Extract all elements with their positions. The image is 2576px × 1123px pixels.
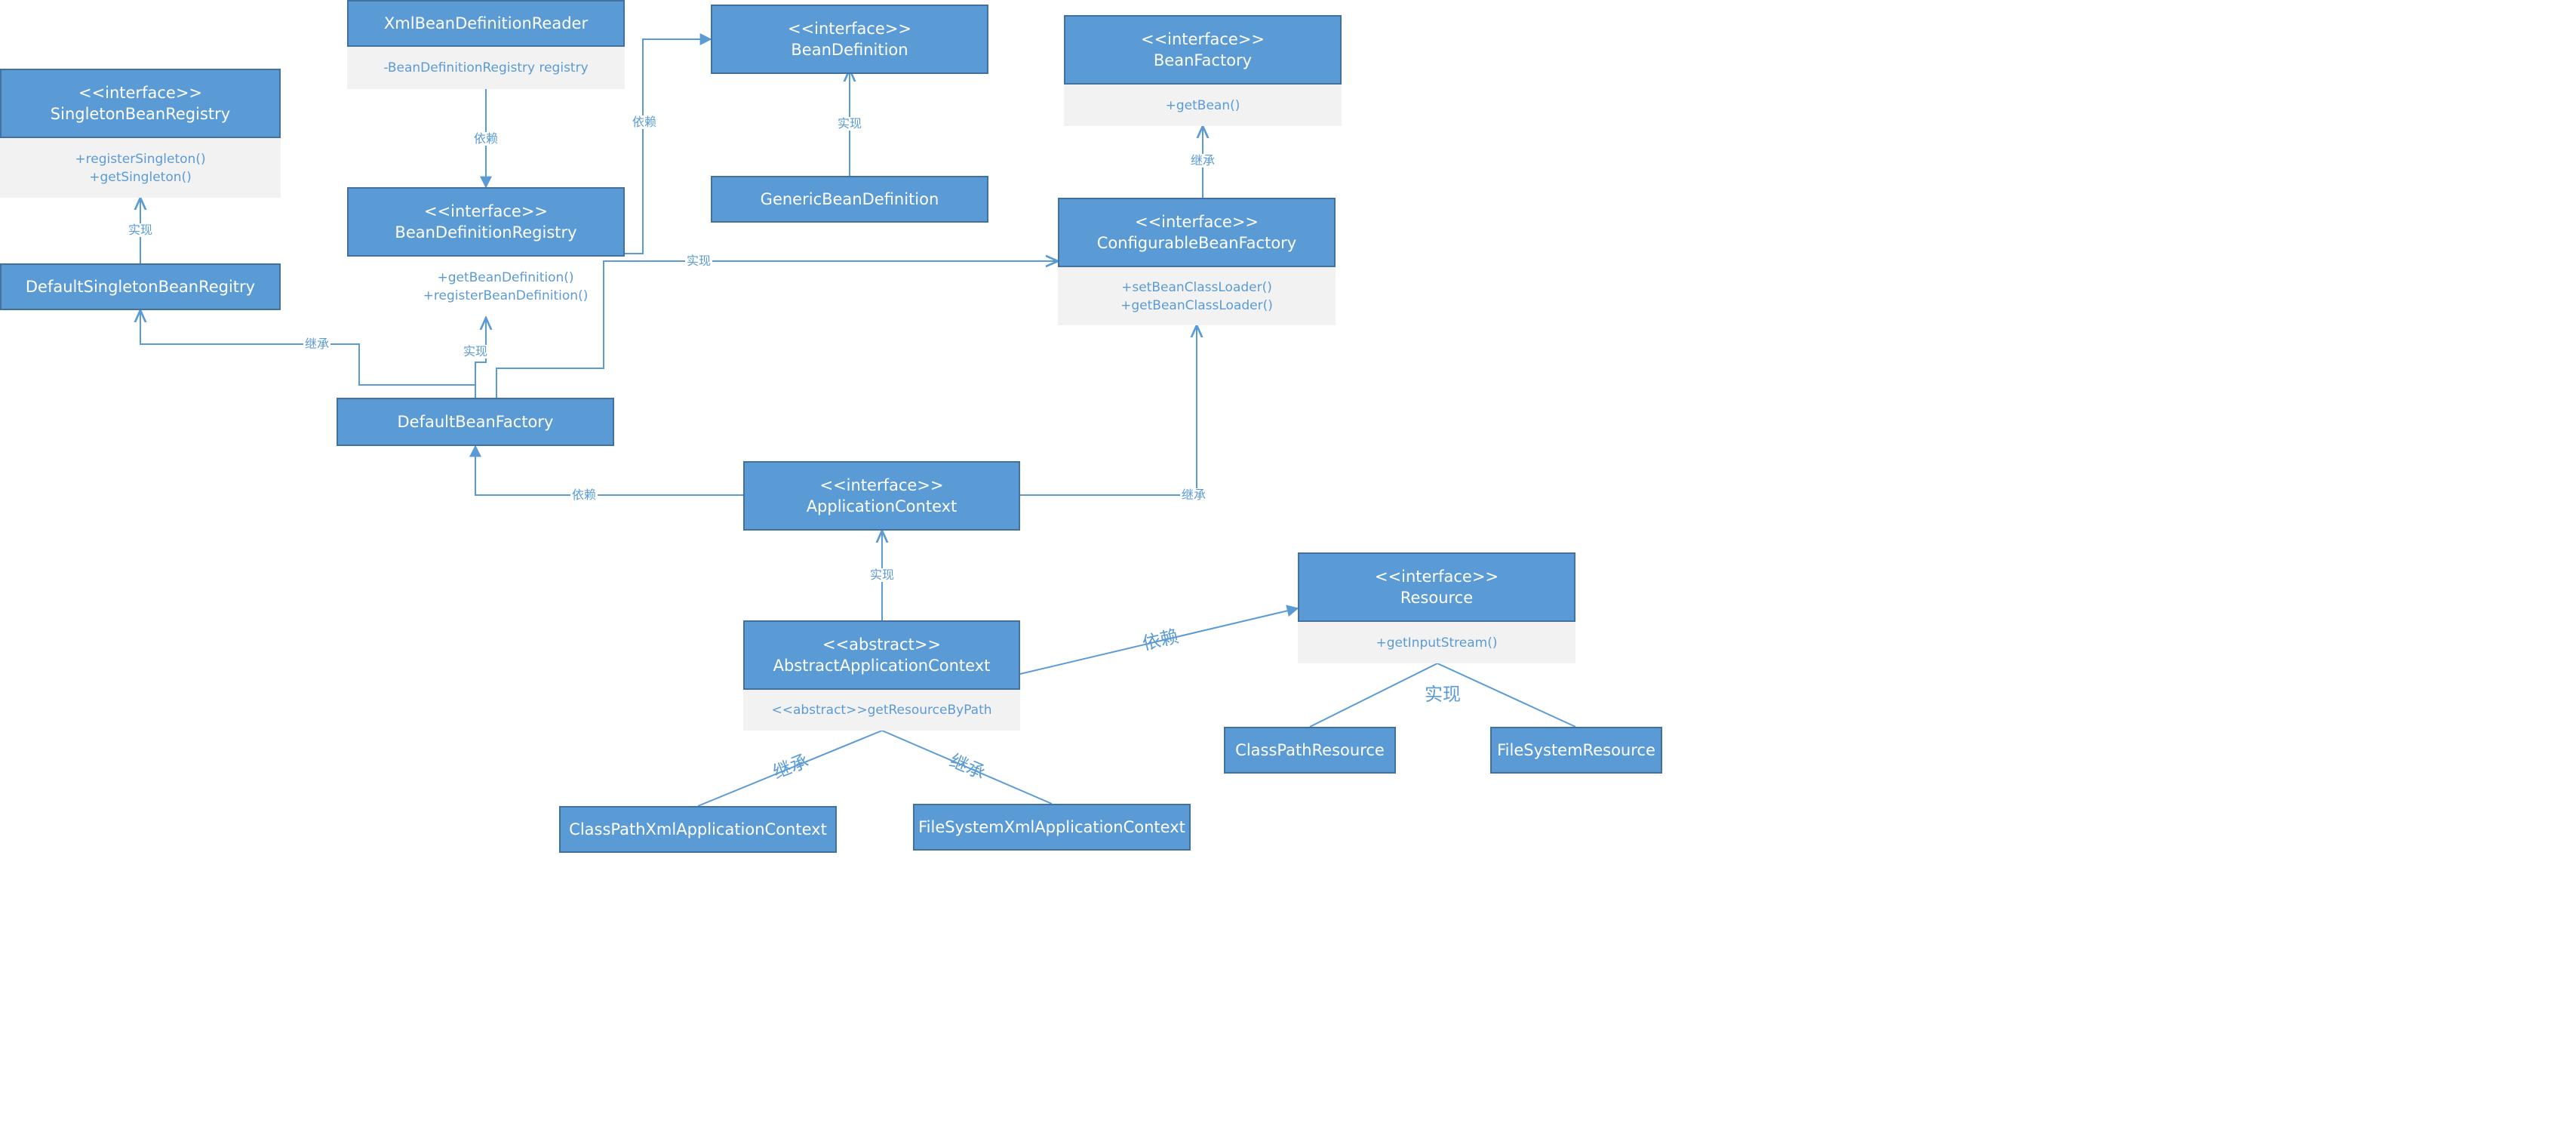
classpath-xml-application-context-box: ClassPathXmlApplicationContext bbox=[559, 806, 837, 853]
edge-label-appcontext-to-configurable: 继承 bbox=[1179, 488, 1208, 502]
method: +getBean() bbox=[1165, 97, 1240, 113]
bean-factory-box: <<interface>> BeanFactory bbox=[1064, 15, 1342, 85]
method: +registerBeanDefinition() bbox=[423, 288, 589, 303]
class-name: FileSystemResource bbox=[1497, 741, 1655, 759]
bean-definition-registry-methods: +getBeanDefinition() +registerBeanDefini… bbox=[347, 269, 664, 311]
class-name: BeanDefinitionRegistry bbox=[395, 223, 577, 242]
filesystem-resource-box: FileSystemResource bbox=[1490, 727, 1662, 774]
edge-registry-to-beandefinition bbox=[625, 33, 712, 254]
edge-filesystemxml-to-abstract bbox=[881, 730, 1053, 805]
stereotype: <<abstract>> bbox=[822, 635, 942, 654]
edge-label-abstract-to-appcontext: 实现 bbox=[868, 568, 896, 582]
stereotype: <<interface>> bbox=[1374, 568, 1499, 586]
class-name: GenericBeanDefinition bbox=[760, 190, 939, 208]
bean-definition-box: <<interface>> BeanDefinition bbox=[711, 5, 988, 74]
class-name: XmlBeanDefinitionReader bbox=[383, 14, 589, 32]
edge-resource-classpath bbox=[1309, 663, 1438, 728]
bean-definition-registry-box: <<interface>> BeanDefinitionRegistry bbox=[347, 187, 625, 257]
class-name: FileSystemXmlApplicationContext bbox=[918, 818, 1185, 836]
edge-defaultbeanfactory-to-bdregistry bbox=[475, 318, 486, 398]
singleton-bean-registry-methods: +registerSingleton() +getSingleton() bbox=[0, 138, 281, 198]
stereotype: <<interface>> bbox=[819, 476, 944, 494]
class-name: DefaultSingletonBeanRegitry bbox=[25, 278, 256, 296]
default-singleton-bean-registry-box: DefaultSingletonBeanRegitry bbox=[0, 263, 281, 310]
edge-appcontext-to-configurable bbox=[1020, 325, 1197, 496]
edge-label-resource-implementations: 实现 bbox=[1425, 684, 1461, 705]
method: +registerSingleton() bbox=[75, 151, 206, 167]
abstract-application-context-methods: <<abstract>>getResourceByPath bbox=[743, 690, 1020, 731]
stereotype: <<interface>> bbox=[423, 202, 549, 220]
bean-factory-methods: +getBean() bbox=[1064, 85, 1342, 126]
stereotype: <<interface>> bbox=[1134, 213, 1259, 231]
edge-label-defaultbeanfactory-to-defaultsingleton: 继承 bbox=[303, 337, 331, 351]
class-name: ApplicationContext bbox=[806, 497, 958, 515]
stereotype: <<interface>> bbox=[787, 20, 912, 38]
edge-label-reader-to-registry: 依赖 bbox=[472, 131, 500, 146]
method: +getInputStream() bbox=[1376, 635, 1498, 651]
edge-label-configurable-to-beanfactory: 继承 bbox=[1188, 153, 1217, 168]
method: +getSingleton() bbox=[89, 169, 192, 185]
edge-label-appcontext-to-defaultbeanfactory: 依赖 bbox=[570, 488, 598, 502]
edge-label-defaultsingleton-to-singletonregistry: 实现 bbox=[126, 223, 155, 237]
filesystem-xml-application-context-box: FileSystemXmlApplicationContext bbox=[913, 804, 1191, 851]
class-name: DefaultBeanFactory bbox=[397, 413, 554, 431]
xml-bean-definition-reader-methods: -BeanDefinitionRegistry registry bbox=[347, 47, 625, 89]
class-name: ClassPathXmlApplicationContext bbox=[569, 820, 827, 838]
edge-appcontext-to-defaultbeanfactory bbox=[469, 445, 743, 496]
configurable-bean-factory-methods: +setBeanClassLoader() +getBeanClassLoade… bbox=[1058, 267, 1336, 325]
edge-abstract-to-resource bbox=[1019, 605, 1299, 675]
stereotype: <<interface>> bbox=[78, 84, 203, 102]
resource-box: <<interface>> Resource bbox=[1298, 552, 1575, 622]
edge-classpathxml-to-abstract bbox=[697, 730, 883, 807]
default-bean-factory-box: DefaultBeanFactory bbox=[337, 398, 614, 446]
method: +setBeanClassLoader() bbox=[1121, 279, 1272, 295]
stereotype: <<interface>> bbox=[1140, 30, 1265, 48]
edge-label-registry-to-beandefinition: 依赖 bbox=[630, 115, 659, 129]
edge-defaultbeanfactory-to-defaultsingleton bbox=[140, 310, 476, 398]
edge-defaultbeanfactory-to-configurable bbox=[496, 261, 1058, 398]
method: <<abstract>>getResourceByPath bbox=[771, 703, 992, 718]
class-name: ClassPathResource bbox=[1235, 741, 1385, 759]
class-name: ConfigurableBeanFactory bbox=[1096, 234, 1297, 252]
class-name: SingletonBeanRegistry bbox=[50, 105, 231, 123]
singleton-bean-registry-box: <<interface>> SingletonBeanRegistry bbox=[0, 69, 281, 138]
generic-bean-definition-box: GenericBeanDefinition bbox=[711, 176, 988, 223]
resource-methods: +getInputStream() bbox=[1298, 622, 1575, 663]
method: +getBeanClassLoader() bbox=[1120, 297, 1273, 313]
edge-label-defaultbeanfactory-to-configurable: 实现 bbox=[684, 254, 713, 268]
application-context-box: <<interface>> ApplicationContext bbox=[743, 461, 1020, 531]
method: -BeanDefinitionRegistry registry bbox=[383, 60, 589, 75]
edge-label-generic-to-beandefinition: 实现 bbox=[835, 116, 864, 131]
abstract-application-context-box: <<abstract>> AbstractApplicationContext bbox=[743, 620, 1020, 690]
edge-resource-filesystem bbox=[1437, 663, 1576, 728]
class-name: AbstractApplicationContext bbox=[773, 657, 991, 675]
classpath-resource-box: ClassPathResource bbox=[1224, 727, 1396, 774]
class-name: BeanDefinition bbox=[791, 41, 908, 59]
class-name: BeanFactory bbox=[1153, 51, 1253, 69]
class-name: Resource bbox=[1400, 589, 1474, 607]
edge-label-defaultbeanfactory-to-bdregistry: 实现 bbox=[461, 344, 490, 358]
configurable-bean-factory-box: <<interface>> ConfigurableBeanFactory bbox=[1058, 198, 1336, 267]
method: +getBeanDefinition() bbox=[437, 270, 574, 285]
xml-bean-definition-reader-box: XmlBeanDefinitionReader bbox=[347, 0, 625, 47]
